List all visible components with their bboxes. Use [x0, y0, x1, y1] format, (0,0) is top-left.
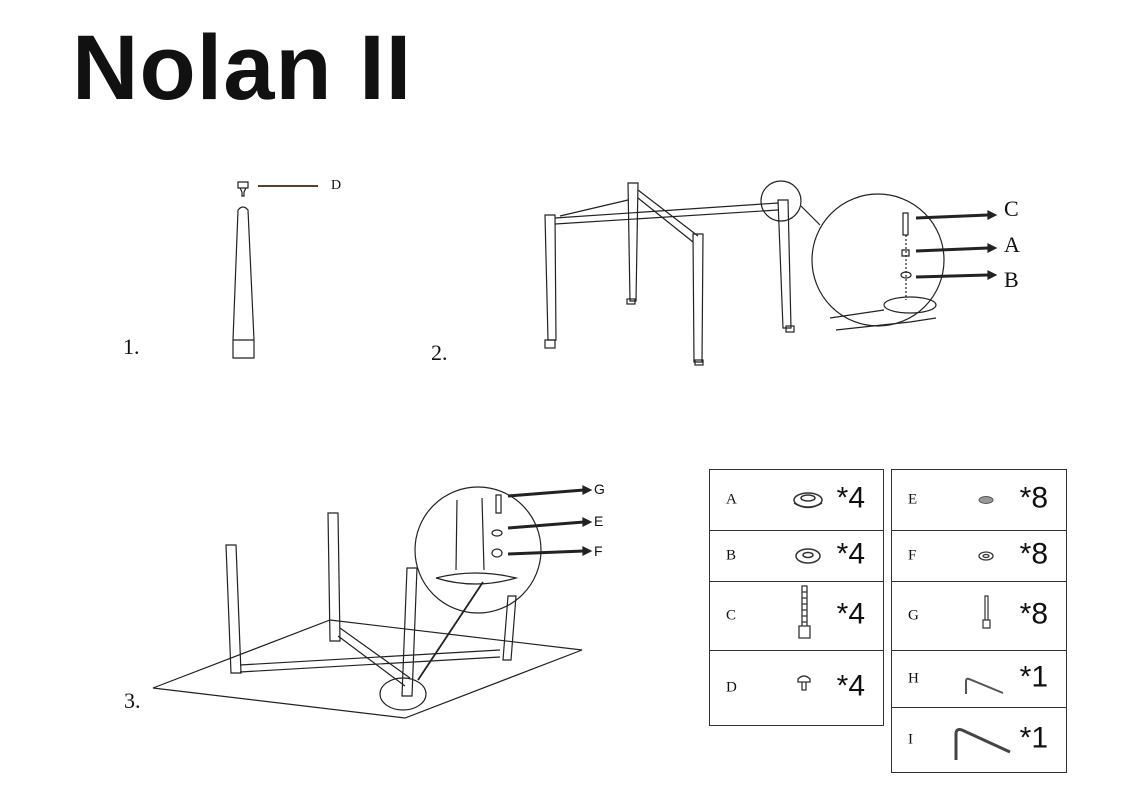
allen-key-icon	[954, 728, 1011, 760]
callout-a: A	[1004, 232, 1020, 257]
callout-c: C	[1004, 196, 1019, 221]
part-letter: C	[726, 607, 737, 624]
spring-washer-icon	[793, 492, 823, 509]
part-letter: G	[908, 607, 919, 624]
part-row-f: F *8	[892, 531, 1066, 582]
part-letter: E	[908, 491, 918, 508]
part-quantity: *8	[1019, 481, 1048, 515]
part-letter: D	[726, 679, 737, 696]
part-letter: H	[908, 670, 919, 687]
part-quantity: *4	[836, 481, 865, 515]
step-2-number: 2.	[431, 340, 448, 365]
step-3-number: 3.	[124, 688, 141, 713]
callout-b: B	[1004, 267, 1019, 292]
step-1-leg-illustration	[232, 181, 318, 359]
flat-washer-icon	[795, 548, 821, 564]
page-title: Nolan II	[72, 17, 413, 119]
part-row-g: G *8	[892, 582, 1066, 651]
part-row-d: D *4	[710, 651, 883, 725]
parts-table-right: E *8 F *8 G *8 H *1 I *1	[891, 469, 1067, 773]
bolt-icon	[798, 585, 811, 639]
part-letter: A	[726, 491, 737, 508]
step-3-tabletop-illustration	[152, 485, 593, 719]
part-letter: I	[908, 731, 913, 748]
step-1-number: 1.	[123, 334, 140, 359]
step-2-frame-illustration	[544, 180, 998, 366]
spring-washer-icon	[978, 496, 994, 504]
part-quantity: *4	[836, 669, 865, 703]
part-row-b: B *4	[710, 531, 883, 582]
part-quantity: *8	[1019, 537, 1048, 571]
part-quantity: *1	[1019, 660, 1048, 694]
part-quantity: *8	[1019, 597, 1048, 631]
allen-key-icon	[965, 677, 1004, 694]
part-quantity: *4	[836, 597, 865, 631]
part-row-h: H *1	[892, 651, 1066, 708]
callout-g: G	[594, 481, 605, 497]
part-quantity: *4	[836, 537, 865, 571]
part-quantity: *1	[1019, 721, 1048, 755]
parts-table-left: A *4 B *4 C *4 D *4	[709, 469, 884, 726]
part-row-e: E *8	[892, 470, 1066, 531]
flat-washer-icon	[978, 551, 994, 561]
part-letter: B	[726, 547, 737, 564]
part-row-c: C *4	[710, 582, 883, 651]
bolt-icon	[982, 595, 991, 629]
callout-f: F	[594, 543, 603, 559]
part-row-a: A *4	[710, 470, 883, 531]
part-letter: F	[908, 547, 917, 564]
callout-d: D	[331, 178, 342, 193]
glide-foot-icon	[797, 675, 811, 691]
callout-e: E	[594, 513, 604, 529]
part-row-i: I *1	[892, 708, 1066, 772]
